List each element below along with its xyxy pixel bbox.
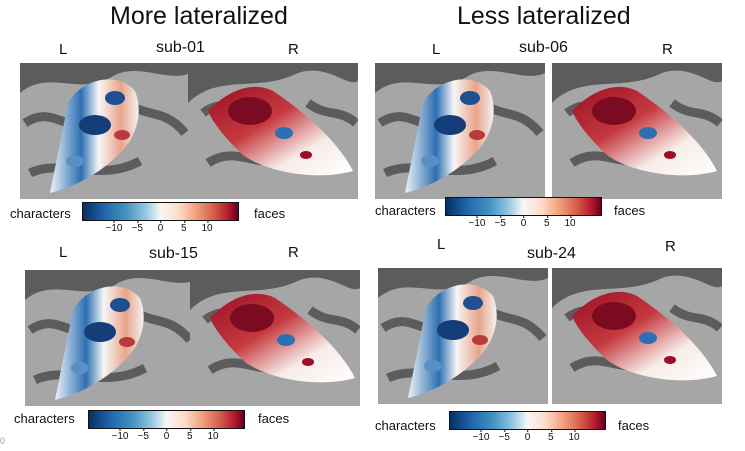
colorbar-tick: −5 bbox=[137, 428, 149, 442]
colorbar-faces-label: faces bbox=[618, 418, 650, 433]
colorbar-faces-label: faces bbox=[614, 203, 646, 218]
colorbar-tick: 10 bbox=[207, 428, 219, 442]
subject-label: sub-15 bbox=[149, 245, 198, 262]
colorbar-faces-label: faces bbox=[258, 411, 290, 426]
colorbar-tick: −5 bbox=[494, 215, 506, 229]
hemisphere-left-label: L bbox=[59, 244, 68, 261]
colorbar-tick: −5 bbox=[498, 429, 510, 443]
left-hemisphere-surface bbox=[375, 63, 545, 199]
left-hemisphere-surface bbox=[20, 63, 190, 199]
subject-label: sub-24 bbox=[527, 245, 576, 262]
colorbar-characters-label: characters bbox=[14, 411, 75, 426]
colorbar-characters-label: characters bbox=[10, 206, 71, 221]
colorbar-tick: 5 bbox=[543, 215, 550, 229]
left-hemisphere-surface bbox=[25, 270, 195, 406]
colorbar bbox=[449, 411, 606, 430]
colorbar-ticks: −10 −5 0 5 10 bbox=[450, 429, 605, 448]
colorbar-tick: 5 bbox=[186, 428, 193, 442]
colorbar-ticks: −10 −5 0 5 10 bbox=[89, 428, 244, 447]
colorbar bbox=[82, 202, 239, 221]
colorbar-tick: 0 bbox=[163, 428, 170, 442]
colorbar-tick: 0 bbox=[157, 220, 164, 234]
colorbar-tick: 5 bbox=[547, 429, 554, 443]
colorbar-tick: 0 bbox=[520, 215, 527, 229]
colorbar-tick: 5 bbox=[180, 220, 187, 234]
colorbar-tick: 10 bbox=[201, 220, 213, 234]
colorbar-tick: −10 bbox=[472, 429, 490, 443]
colorbar-tick: 10 bbox=[564, 215, 576, 229]
colorbar-tick: −10 bbox=[111, 428, 129, 442]
hemisphere-right-label: R bbox=[288, 41, 299, 58]
corner-mark: 0 bbox=[0, 436, 6, 446]
colorbar-tick: 0 bbox=[524, 429, 531, 443]
right-hemisphere-surface bbox=[190, 270, 360, 406]
colorbar-ticks: −10 −5 0 5 10 bbox=[446, 215, 601, 234]
hemisphere-left-label: L bbox=[437, 236, 446, 253]
colorbar-tick: −5 bbox=[131, 220, 143, 234]
colorbar-tick: 10 bbox=[568, 429, 580, 443]
colorbar bbox=[445, 197, 602, 216]
colorbar bbox=[88, 410, 245, 429]
colorbar-characters-label: characters bbox=[375, 418, 436, 433]
hemisphere-right-label: R bbox=[665, 238, 676, 255]
colorbar-ticks: −10 −5 0 5 10 bbox=[83, 220, 238, 239]
colorbar-tick: −10 bbox=[105, 220, 123, 234]
right-hemisphere-surface bbox=[552, 63, 722, 199]
subject-label: sub-01 bbox=[156, 39, 205, 56]
hemisphere-left-label: L bbox=[432, 41, 441, 58]
colorbar-characters-label: characters bbox=[375, 203, 436, 218]
colorbar-tick: −10 bbox=[468, 215, 486, 229]
hemisphere-left-label: L bbox=[59, 41, 68, 58]
colorbar-faces-label: faces bbox=[254, 206, 286, 221]
right-hemisphere-surface bbox=[188, 63, 358, 199]
hemisphere-right-label: R bbox=[662, 41, 673, 58]
left-hemisphere-surface bbox=[378, 268, 548, 404]
subject-label: sub-06 bbox=[519, 39, 568, 56]
less-lateralized-title: Less lateralized bbox=[457, 2, 631, 30]
hemisphere-right-label: R bbox=[288, 244, 299, 261]
more-lateralized-title: More lateralized bbox=[110, 2, 288, 30]
right-hemisphere-surface bbox=[552, 268, 722, 404]
